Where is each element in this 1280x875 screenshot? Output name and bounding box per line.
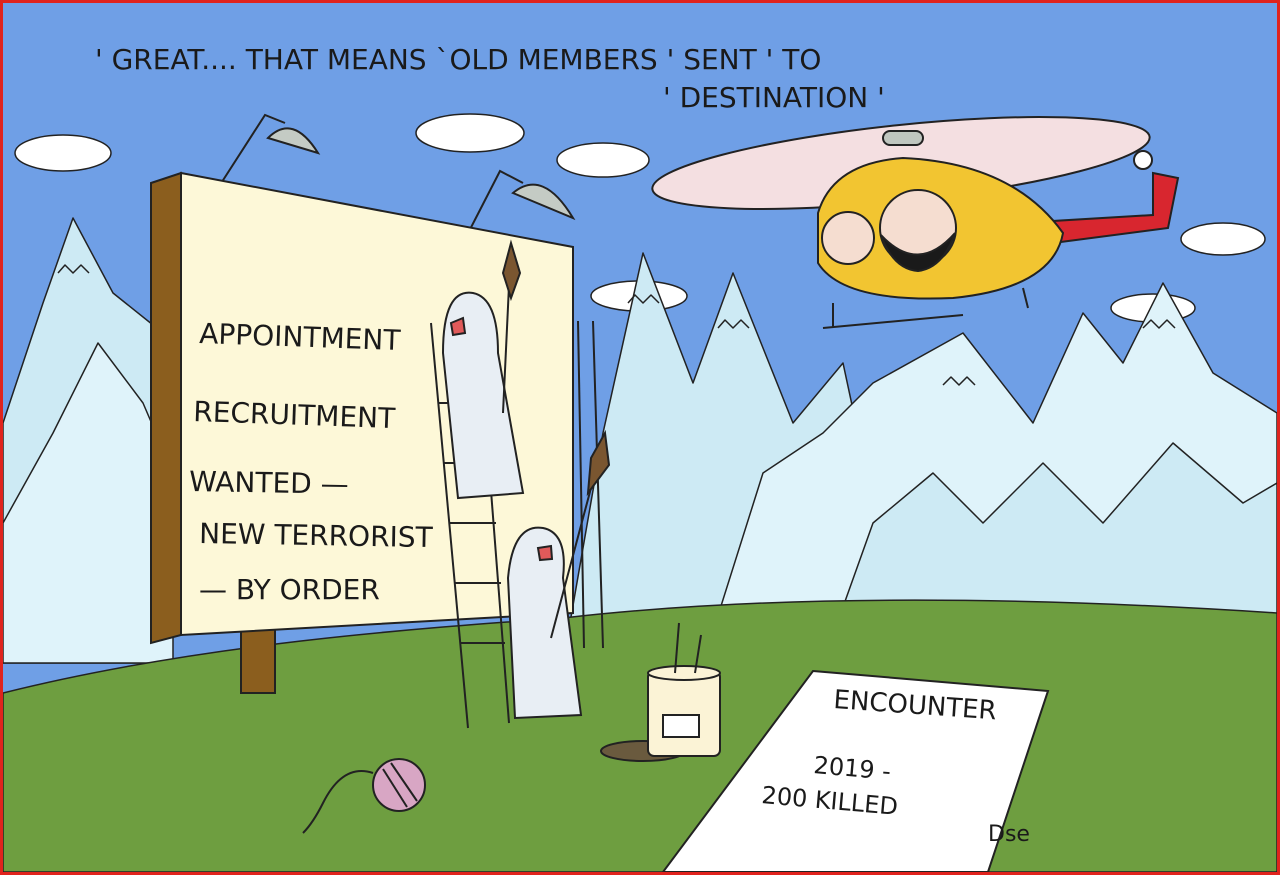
snow-caps [942, 376, 976, 386]
spear-head [501, 239, 522, 302]
billboard-line: NEW TERRORIST [199, 517, 434, 554]
hooded-figures [441, 239, 611, 720]
passenger-face [821, 211, 875, 265]
paper: ENCOUNTER 2019 - 200 KILLED [661, 669, 1050, 872]
cloud [556, 142, 650, 178]
cartoon-illustration: APPOINTMENT RECRUITMENT WANTED — NEW TER… [3, 3, 1277, 872]
spear-head [586, 429, 611, 497]
snow-caps [627, 294, 660, 304]
billboard-line: — BY ORDER [199, 573, 380, 606]
caption: ' GREAT.... THAT MEANS `OLD MEMBERS ' SE… [95, 43, 885, 114]
billboard-post [240, 622, 276, 694]
paper-line: 2019 - [812, 751, 892, 786]
signature: Dse [988, 822, 1030, 847]
bomb [302, 758, 426, 834]
billboard-line: WANTED — [189, 465, 349, 501]
mountains [3, 217, 1277, 664]
billboard-text: APPOINTMENT RECRUITMENT WANTED — NEW TER… [189, 317, 434, 606]
cloud [1180, 222, 1266, 256]
snow-caps [57, 264, 90, 274]
billboard-frame [150, 171, 182, 645]
cloud [415, 113, 525, 153]
billboard-board [180, 171, 574, 637]
lamp-shade [266, 127, 321, 155]
snow-caps [1142, 319, 1176, 329]
billboard-line: APPOINTMENT [199, 317, 402, 357]
lamp-arm [217, 113, 286, 189]
caption-line: ' GREAT.... THAT MEANS `OLD MEMBERS ' SE… [95, 43, 821, 76]
snow-caps [717, 319, 750, 329]
helicopter [651, 116, 1180, 329]
ladder [577, 320, 604, 649]
hooded-figure-on-ladder [441, 239, 525, 500]
hooded-figure-ground [506, 429, 611, 720]
lamp-shade [511, 183, 576, 221]
cloud [14, 134, 112, 172]
lamp-arm [462, 169, 524, 244]
caption-line: ' DESTINATION ' [663, 81, 885, 114]
billboard [150, 171, 574, 694]
billboard-lamps [217, 113, 576, 244]
paint-bucket [600, 622, 721, 762]
billboard-line: RECRUITMENT [193, 395, 397, 435]
